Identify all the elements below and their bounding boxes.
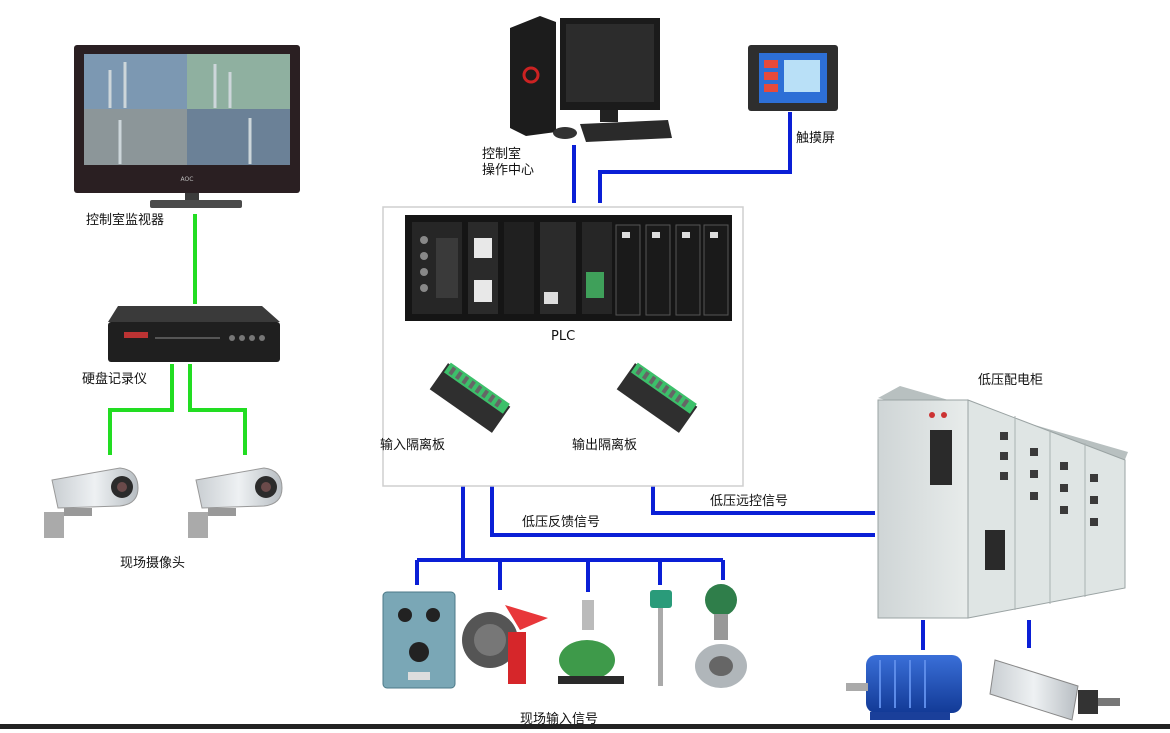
plc-label: PLC — [551, 329, 576, 344]
pull-switch-icon — [462, 605, 548, 684]
input-isolation-label: 输入隔离板 — [380, 438, 446, 453]
touchscreen-label: 触摸屏 — [796, 131, 836, 146]
lv-feedback-label: 低压反馈信号 — [522, 515, 601, 530]
cameras-label: 现场摄像头 — [120, 556, 186, 571]
cylinder-icon — [989, 659, 1120, 721]
nvr-label: 硬盘记录仪 — [82, 372, 148, 387]
lv-cabinet-label: 低压配电柜 — [978, 373, 1044, 388]
camera-icon — [44, 467, 139, 538]
monitor-icon: AOC — [74, 45, 300, 208]
pc-tower-icon — [510, 16, 672, 142]
pushbutton-box-icon — [382, 591, 456, 689]
output-isolation-label: 输出隔离板 — [572, 438, 638, 453]
touchscreen-icon — [748, 45, 838, 111]
pull-cord-switch-icon — [558, 600, 624, 684]
lv-cabinet-icon — [877, 386, 1128, 619]
monitor-label: 控制室监视器 — [86, 213, 165, 228]
flow-meter-icon — [695, 584, 747, 688]
motor-icon — [846, 655, 962, 720]
bottom-border — [0, 724, 1170, 729]
temperature-sensor-icon — [650, 590, 672, 686]
field-inputs-label: 现场输入信号 — [520, 712, 599, 727]
operator-pc-label: 控制室 操作中心 — [482, 147, 535, 178]
isolation-board-icon — [616, 362, 698, 433]
lv-remote-label: 低压远控信号 — [710, 494, 789, 509]
green-links — [108, 214, 247, 455]
camera-icon — [188, 467, 283, 538]
isolation-board-icon — [429, 362, 511, 433]
plc-rack-icon — [405, 215, 732, 321]
nvr-icon — [108, 306, 280, 362]
monitor-brand: AOC — [181, 176, 194, 183]
